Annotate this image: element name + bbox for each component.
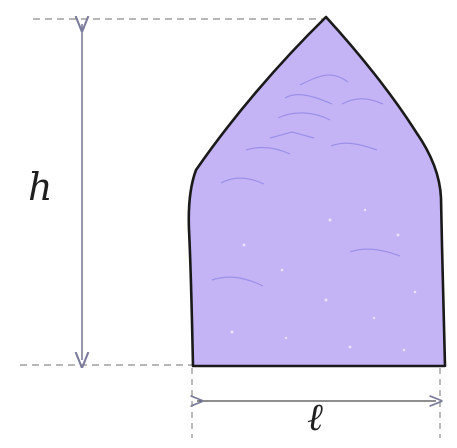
- shape-speckles: [230, 208, 417, 352]
- pentagon-shape: [187, 15, 447, 368]
- shape-texture: [211, 74, 401, 287]
- height-label: h: [28, 165, 53, 209]
- width-label: ℓ: [307, 395, 323, 439]
